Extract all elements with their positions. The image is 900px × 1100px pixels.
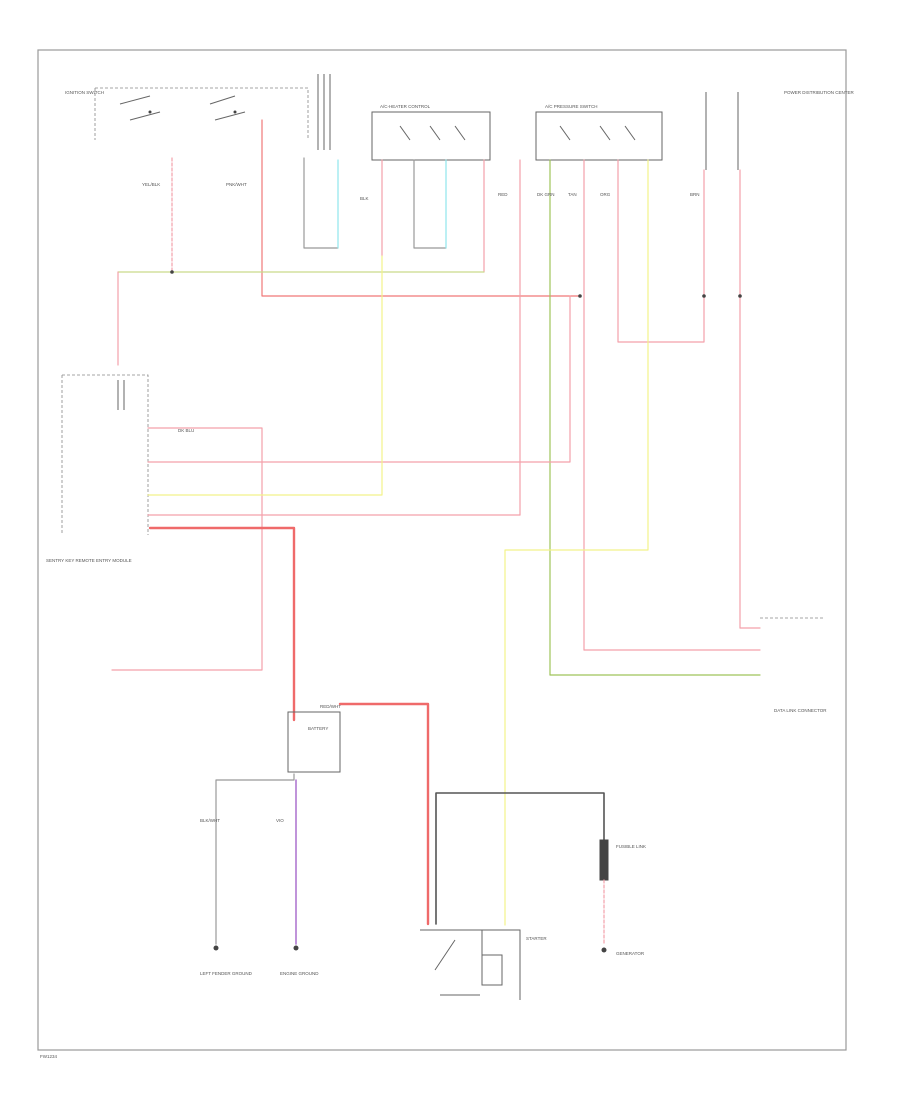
ground-right: ENGINE GROUND xyxy=(280,945,319,976)
wire-label-3: BLK xyxy=(360,196,369,201)
power-distribution-center: POWER DISTRIBUTION CENTER xyxy=(705,90,855,170)
wire-label-8: BRN xyxy=(690,192,700,197)
wire-mod1 xyxy=(111,427,263,671)
wire-mod2 xyxy=(147,295,571,463)
ignition-switch-label: IGNITION SWITCH xyxy=(65,90,104,95)
data-link-connector: DATA LINK CONNECTOR xyxy=(760,617,827,713)
wire-mod3 xyxy=(147,255,383,496)
wire-label-6: TAN xyxy=(568,192,577,197)
wire-label-10: DK BLU xyxy=(178,428,194,433)
wire-gen-black xyxy=(435,792,605,925)
starter-label: STARTER xyxy=(526,936,547,941)
wire-batt-starter xyxy=(338,702,430,926)
wire-label-11: BLK/WHT xyxy=(200,818,220,823)
ac-heater-control: A/C-HEATER CONTROL xyxy=(371,104,491,161)
pdc-label: POWER DISTRIBUTION CENTER xyxy=(784,90,855,95)
wire-label-2: PNK/WHT xyxy=(226,182,247,187)
diagram-frame xyxy=(37,49,847,1051)
wire-batt-feed xyxy=(148,526,296,722)
battery-label: BATTERY xyxy=(308,726,328,731)
data-link-label: DATA LINK CONNECTOR xyxy=(774,708,827,713)
ground-left: LEFT FENDER GROUND xyxy=(200,945,253,976)
wire-ps5 xyxy=(504,159,649,926)
generator-label: GENERATOR xyxy=(616,951,645,956)
wire-label-5: DK GRN xyxy=(537,192,555,197)
wire-batt-ground xyxy=(215,773,295,945)
generator: GENERATOR xyxy=(601,947,645,956)
sentry-key-module-label: SENTRY KEY REMOTE ENTRY MODULE xyxy=(46,558,132,563)
sentry-key-module: SENTRY KEY REMOTE ENTRY MODULE xyxy=(46,374,149,563)
diagram-code: FW1234 xyxy=(40,1054,58,1059)
wire-label-12: RED/WHT xyxy=(320,704,341,709)
ac-heater-control-label: A/C-HEATER CONTROL xyxy=(380,104,431,109)
battery: BATTERY xyxy=(287,711,341,773)
ground-right-label: ENGINE GROUND xyxy=(280,971,319,976)
fusible-link: FUSIBLE LINK xyxy=(599,839,646,881)
wire-ign-right xyxy=(261,119,581,297)
wire-ps4 xyxy=(617,159,705,343)
wire-switch-gray xyxy=(303,157,339,249)
ac-pressure-switch-label: A/C PRESSURE SWITCH xyxy=(545,104,598,109)
ignition-switch: IGNITION SWITCH xyxy=(65,74,331,150)
fusible-link-label: FUSIBLE LINK xyxy=(616,844,646,849)
ac-pressure-switch: A/C PRESSURE SWITCH xyxy=(535,104,663,161)
wire-ac2 xyxy=(413,159,447,249)
starter: STARTER xyxy=(420,929,547,1000)
wire-label-4: RED xyxy=(498,192,508,197)
ground-left-label: LEFT FENDER GROUND xyxy=(200,971,253,976)
wire-label-7: ORG xyxy=(600,192,611,197)
wire-label-1: YEL/BLK xyxy=(142,182,160,187)
wire-label-9: VIO xyxy=(276,818,284,823)
